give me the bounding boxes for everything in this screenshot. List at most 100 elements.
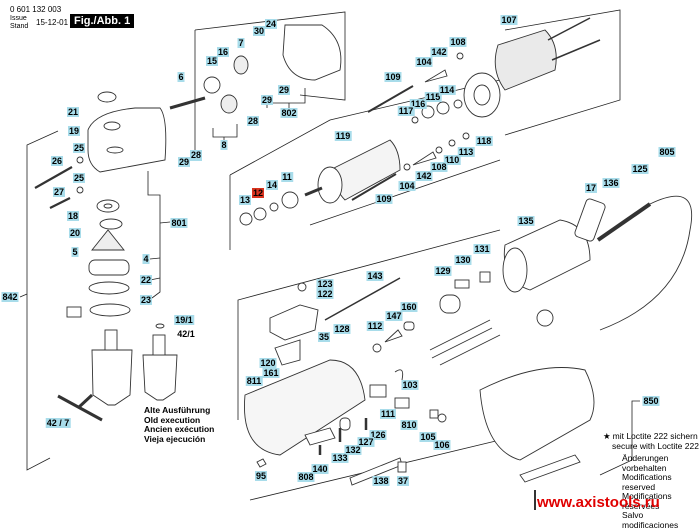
part-label-22[interactable]: 22	[139, 275, 153, 285]
part-label-26[interactable]: 26	[50, 156, 64, 166]
note-line: Ancien exécution	[144, 424, 215, 434]
part-label-23[interactable]: 23	[139, 295, 153, 305]
part-label-131[interactable]: 131	[473, 244, 491, 254]
part-label-105[interactable]: 105	[419, 432, 437, 442]
part-label-95[interactable]: 95	[254, 471, 268, 481]
part-label-122[interactable]: 122	[316, 289, 334, 299]
part-label-19[interactable]: 19	[67, 126, 81, 136]
part-label-108[interactable]: 108	[449, 37, 467, 47]
part-label-8[interactable]: 8	[220, 140, 228, 150]
part-label-133[interactable]: 133	[331, 453, 349, 463]
part-label-138[interactable]: 138	[372, 476, 390, 486]
part-label-140[interactable]: 140	[311, 464, 329, 474]
part-label-132[interactable]: 132	[344, 445, 362, 455]
part-label-109[interactable]: 109	[375, 194, 393, 204]
part-label-15[interactable]: 15	[205, 56, 219, 66]
part-label-28[interactable]: 28	[246, 116, 260, 126]
part-label-114[interactable]: 114	[438, 85, 456, 95]
part-label-110[interactable]: 110	[443, 155, 461, 165]
note-line: Modifications reserved	[622, 472, 672, 492]
part-label-116[interactable]: 116	[409, 99, 427, 109]
issue-label-en: Issue	[10, 15, 27, 22]
part-label-805[interactable]: 805	[658, 147, 676, 157]
part-handle-cover-850	[479, 367, 595, 461]
part-label-30[interactable]: 30	[252, 26, 266, 36]
part-label-117[interactable]: 117	[397, 106, 415, 116]
part-label-130[interactable]: 130	[454, 255, 472, 265]
part-label-850[interactable]: 850	[642, 396, 660, 406]
part-label-104[interactable]: 104	[415, 57, 433, 67]
part-label-27[interactable]: 27	[52, 187, 66, 197]
part-label-16[interactable]: 16	[216, 47, 230, 57]
part-label-135[interactable]: 135	[517, 216, 535, 226]
part-label-35[interactable]: 35	[317, 332, 331, 342]
bracket-842	[26, 130, 59, 471]
part-label-21[interactable]: 21	[66, 107, 80, 117]
part-label-127[interactable]: 127	[357, 437, 375, 447]
part-label-142[interactable]: 142	[415, 171, 433, 181]
frame-housing	[237, 229, 501, 420]
note-line: secure with Loctite 222	[612, 440, 699, 451]
issue-date: 15-12-01	[36, 18, 69, 27]
note-line: Änderungen vorbehalten	[622, 453, 669, 473]
part-label-802[interactable]: 802	[280, 108, 298, 118]
part-label-125[interactable]: 125	[631, 164, 649, 174]
part-label-810[interactable]: 810	[400, 420, 418, 430]
part-label-113[interactable]: 113	[457, 147, 475, 157]
part-label-25[interactable]: 25	[72, 173, 86, 183]
part-label-20[interactable]: 20	[68, 228, 82, 238]
part-label-106[interactable]: 106	[433, 440, 451, 450]
part-label-7[interactable]: 7	[237, 38, 245, 48]
part-label-842[interactable]: 842	[1, 292, 19, 302]
watermark-link[interactable]: www.axistools.ru	[537, 494, 660, 511]
part-label-29[interactable]: 29	[260, 95, 274, 105]
part-label-14[interactable]: 14	[265, 180, 279, 190]
part-label-29[interactable]: 29	[177, 157, 191, 167]
part-label-104[interactable]: 104	[398, 181, 416, 191]
part-label-118[interactable]: 118	[475, 136, 493, 146]
part-label-19-1[interactable]: 19/1	[174, 315, 194, 325]
part-label-13[interactable]: 13	[238, 195, 252, 205]
part-chuck	[91, 349, 133, 406]
part-label-161[interactable]: 161	[262, 368, 280, 378]
part-motor-housing-811	[244, 359, 366, 456]
part-label-136[interactable]: 136	[602, 178, 620, 188]
part-label-17[interactable]: 17	[584, 183, 598, 193]
figure-label: Fig./Abb. 1	[70, 14, 135, 28]
part-label-6[interactable]: 6	[177, 72, 185, 82]
part-label-115[interactable]: 115	[424, 92, 442, 102]
part-label-18[interactable]: 18	[66, 211, 80, 221]
part-label-25[interactable]: 25	[72, 143, 86, 153]
part-label-801[interactable]: 801	[170, 218, 188, 228]
part-label-24[interactable]: 24	[264, 19, 278, 29]
part-label-119[interactable]: 119	[334, 131, 352, 141]
part-label-120[interactable]: 120	[259, 358, 277, 368]
part-label-128[interactable]: 128	[333, 324, 351, 334]
part-label-107[interactable]: 107	[500, 15, 518, 25]
part-label-29[interactable]: 29	[277, 85, 291, 95]
part-label-109[interactable]: 109	[384, 72, 402, 82]
part-label-111[interactable]: 111	[379, 409, 397, 419]
part-label-12[interactable]: 12	[251, 188, 265, 198]
part-label-160[interactable]: 160	[400, 302, 418, 312]
part-label-142[interactable]: 142	[430, 47, 448, 57]
part-label-143[interactable]: 143	[366, 271, 384, 281]
part-label-42-1[interactable]: 42/1	[177, 329, 195, 339]
part-label-11[interactable]: 11	[281, 172, 293, 182]
part-label-37[interactable]: 37	[396, 476, 410, 486]
part-label-112[interactable]: 112	[366, 321, 384, 331]
part-label-147[interactable]: 147	[385, 311, 403, 321]
part-label-108[interactable]: 108	[430, 162, 448, 172]
part-switch-cover-122	[269, 304, 319, 341]
part-chuck-old	[142, 354, 178, 401]
part-label-811[interactable]: 811	[245, 376, 263, 386]
part-label-28[interactable]: 28	[189, 150, 203, 160]
part-label-4[interactable]: 4	[142, 254, 150, 264]
part-label-126[interactable]: 126	[369, 430, 387, 440]
part-label-103[interactable]: 103	[401, 380, 419, 390]
part-label-129[interactable]: 129	[434, 266, 452, 276]
part-label-42-7[interactable]: 42 / 7	[45, 418, 71, 428]
part-label-808[interactable]: 808	[297, 472, 315, 482]
part-label-123[interactable]: 123	[316, 279, 334, 289]
part-label-5[interactable]: 5	[71, 247, 79, 257]
